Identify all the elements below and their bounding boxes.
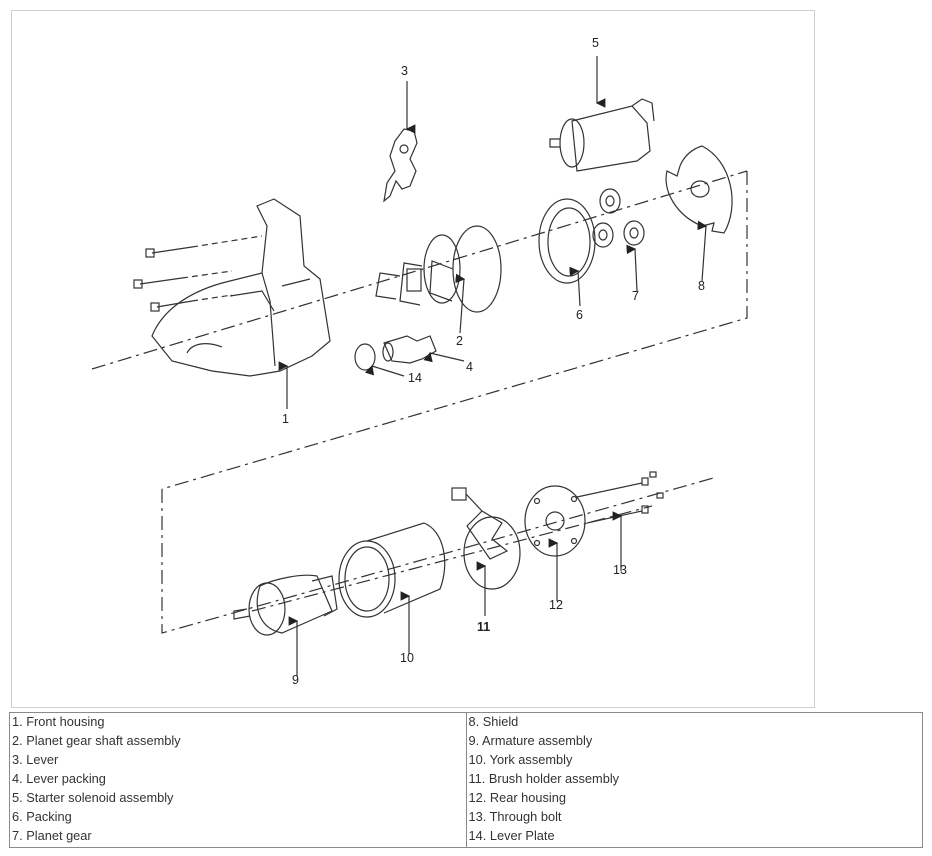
legend-item: 6. Packing — [12, 809, 72, 824]
callout-11: 11 — [477, 620, 490, 634]
packing-ring-part — [538, 198, 596, 284]
planet-gears-part — [592, 188, 645, 248]
callout-3: 3 — [401, 64, 408, 78]
callout-12: 12 — [549, 598, 563, 612]
upper-axis-line — [91, 170, 748, 370]
lower-frame-line — [161, 476, 718, 634]
callout-4: 4 — [466, 360, 473, 374]
legend-item: 13. Through bolt — [468, 809, 562, 824]
callout-13: 13 — [613, 563, 627, 577]
callout-8: 8 — [698, 279, 705, 293]
legend-item: 1. Front housing — [12, 714, 105, 729]
upper-frame-line — [161, 171, 748, 490]
front-housing-part — [151, 198, 331, 377]
exploded-diagram: 1 2 3 4 5 6 7 8 9 10 11 12 13 14 — [11, 10, 815, 708]
legend-item: 11. Brush holder assembly — [468, 771, 620, 786]
legend-item: 8. Shield — [468, 714, 519, 729]
starter-solenoid-part — [549, 98, 655, 172]
parts-legend-table: 1. Front housing 2. Planet gear shaft as… — [9, 712, 923, 848]
legend-item: 3. Lever — [12, 752, 59, 767]
starter-motor-drawing: 1 2 3 4 5 6 7 8 9 10 11 12 13 14 — [91, 36, 748, 687]
planet-gear-shaft-part — [375, 225, 502, 313]
legend-item: 5. Starter solenoid assembly — [12, 790, 174, 805]
callout-5: 5 — [592, 36, 599, 50]
legend-item: 14. Lever Plate — [468, 828, 555, 843]
rear-housing-part — [524, 485, 586, 557]
legend-item: 2. Planet gear shaft assembly — [12, 733, 181, 748]
lever-packing-part — [382, 335, 437, 364]
callout-14: 14 — [408, 371, 422, 385]
legend-item: 4. Lever packing — [12, 771, 106, 786]
callout-9: 9 — [292, 673, 299, 687]
callout-7: 7 — [632, 289, 639, 303]
legend-column-right: 8. Shield 9. Armature assembly 10. York … — [467, 713, 923, 847]
legend-column-left: 1. Front housing 2. Planet gear shaft as… — [10, 713, 467, 847]
front-housing-screws — [133, 235, 263, 312]
callout-6: 6 — [576, 308, 583, 322]
legend-item: 10. York assembly — [468, 752, 573, 767]
callout-2: 2 — [456, 334, 463, 348]
callout-1: 1 — [282, 412, 289, 426]
legend-item: 7. Planet gear — [12, 828, 92, 843]
legend-item: 9. Armature assembly — [468, 733, 593, 748]
brush-holder-part — [451, 487, 521, 590]
legend-item: 12. Rear housing — [468, 790, 566, 805]
york-part — [338, 522, 446, 618]
armature-part — [233, 574, 338, 636]
callout-10: 10 — [400, 651, 414, 665]
callout-leaders — [278, 56, 708, 676]
shield-part — [665, 145, 733, 234]
through-bolts-part — [576, 471, 664, 524]
lever-part — [383, 128, 418, 203]
